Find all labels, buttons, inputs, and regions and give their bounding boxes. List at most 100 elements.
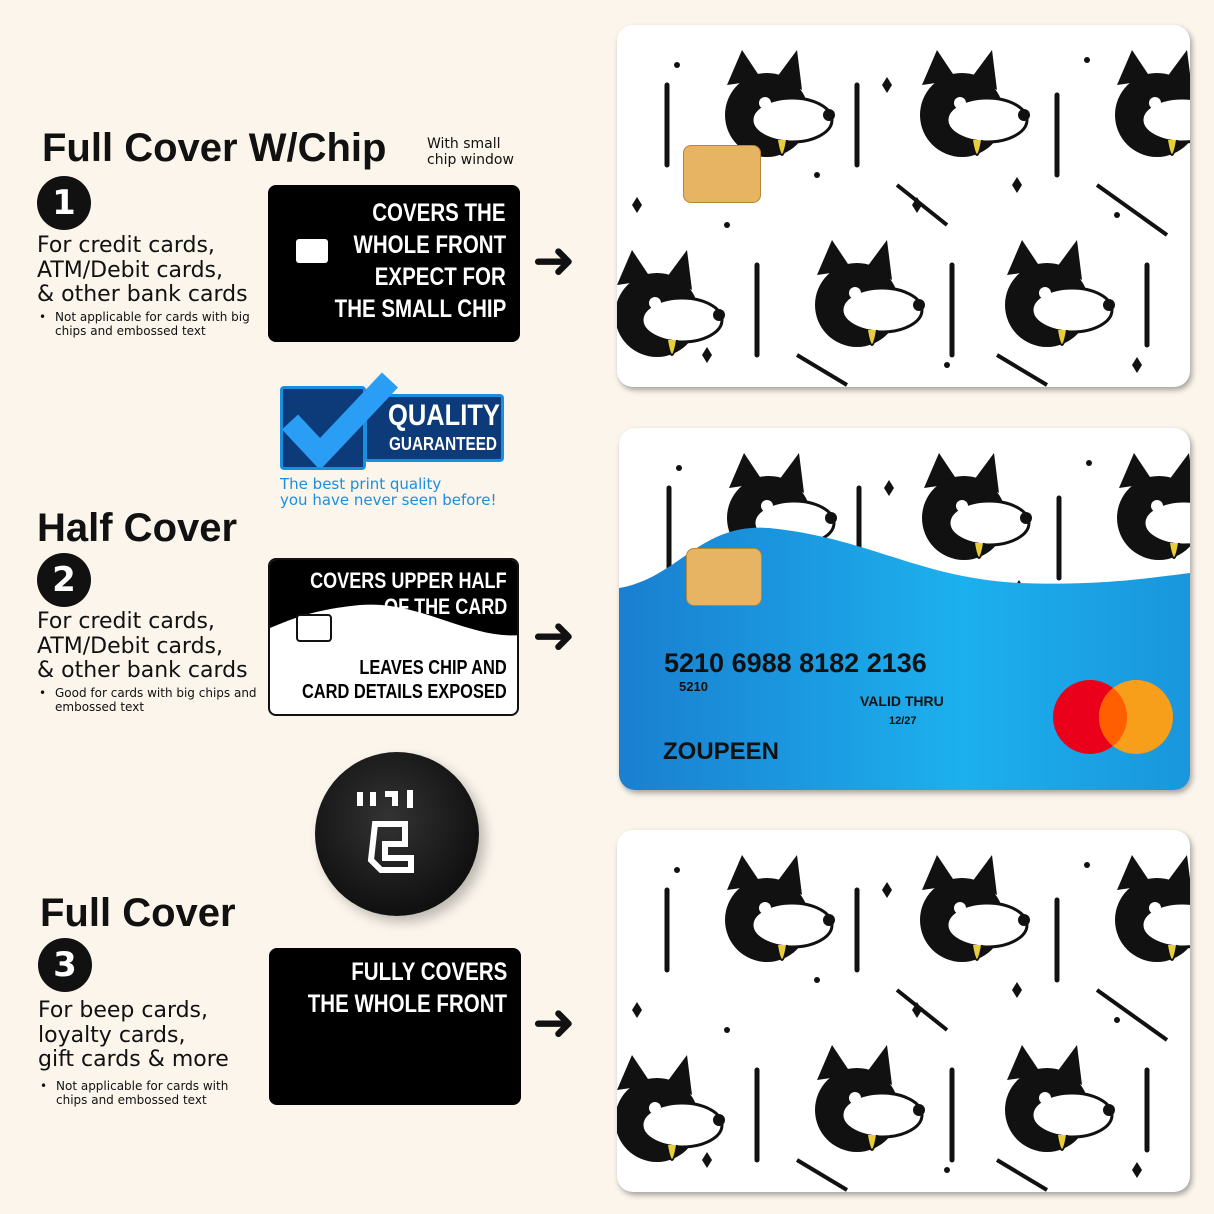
dot <box>1084 57 1090 63</box>
wolf-pattern <box>617 50 1190 387</box>
wolf-head-icon <box>1115 50 1190 157</box>
card-text-line: WHOLE FRONT <box>353 231 506 259</box>
dot <box>676 465 682 471</box>
fork-icon <box>795 1158 849 1192</box>
subtitle-line: With small <box>427 136 501 152</box>
card-text-line: CARD DETAILS EXPOSED <box>302 681 507 703</box>
dot <box>724 1027 730 1033</box>
section-note: Good for cards with big chips andembosse… <box>37 686 257 714</box>
badge-tagline: The best print quality you have never se… <box>280 476 497 508</box>
sparkle-icon <box>632 1002 642 1018</box>
subtitle-line: chip window <box>427 152 514 168</box>
sparkle-icon <box>1012 982 1022 998</box>
fork-icon <box>1095 988 1169 1042</box>
sparkle-icon <box>884 480 894 496</box>
fork-icon <box>895 183 949 227</box>
valid-thru-label: VALID THRU <box>860 693 944 709</box>
skin-preview-half-cover: 5210 6988 8182 2136 5210 VALID THRU 12/2… <box>619 428 1190 790</box>
description-line: loyalty cards, <box>38 1022 186 1048</box>
dot <box>1084 862 1090 868</box>
badge-line-2: GUARANTEED <box>389 434 497 454</box>
description-line: & other bank cards <box>37 282 248 307</box>
card-text-line: COVERS UPPER HALF <box>310 568 507 593</box>
dot <box>814 977 820 983</box>
wolf-head-icon <box>617 250 725 357</box>
section-description: For credit cards, ATM/Debit cards, & oth… <box>37 609 248 684</box>
card-small-number: 5210 <box>679 679 708 694</box>
fork-icon <box>795 353 849 387</box>
skin-preview-full-cover <box>617 830 1190 1192</box>
step-number-3: 3 <box>38 938 92 992</box>
card-number: 5210 6988 8182 2136 <box>664 648 927 678</box>
tagline-line: The best print quality <box>280 475 442 493</box>
half-cover-diagram: COVERS UPPER HALF OF THE CARD LEAVES CHI… <box>268 558 519 716</box>
card-text-line: THE SMALL CHIP <box>334 295 506 323</box>
chip-outline-icon <box>296 614 332 642</box>
arrow-right-icon: ➜ <box>532 231 576 291</box>
dot <box>944 1167 950 1173</box>
sparkle-icon <box>882 882 892 898</box>
section-description: For beep cards, loyalty cards, gift card… <box>38 998 229 1073</box>
sparkle-icon <box>1132 1162 1142 1178</box>
card-expiry: 12/27 <box>889 715 917 727</box>
mastercard-logo <box>1053 680 1173 754</box>
dot <box>674 62 680 68</box>
sparkle-icon <box>1132 357 1142 373</box>
chip-icon <box>683 145 761 203</box>
sparkle-icon <box>632 197 642 213</box>
wolf-head-icon <box>1005 240 1115 347</box>
sticker-logo <box>315 752 479 916</box>
dot <box>1114 212 1120 218</box>
arrow-right-icon: ➜ <box>532 606 576 666</box>
section-title-half-cover: Half Cover <box>37 506 238 550</box>
fork-icon <box>995 353 1049 387</box>
description-line: gift cards & more <box>38 1047 229 1072</box>
wolf-head-icon <box>920 50 1030 157</box>
sparkle-icon <box>1012 177 1022 193</box>
dot <box>814 172 820 178</box>
step-number-1: 1 <box>37 176 91 230</box>
sparkle-icon <box>702 1152 712 1168</box>
sparkle-icon <box>702 347 712 363</box>
arrow-right-icon: ➜ <box>532 993 576 1053</box>
card-text-line: FULLY COVERS <box>350 958 507 986</box>
description-line: For credit cards, <box>37 233 215 258</box>
dot <box>674 867 680 873</box>
badge-line-1: QUALITY <box>388 399 500 432</box>
dot <box>1086 460 1092 466</box>
dot <box>1114 1017 1120 1023</box>
section-title-full-cover: Full Cover <box>40 891 236 935</box>
wolf-head-icon <box>920 855 1030 962</box>
wolf-head-icon <box>725 50 835 157</box>
card-text-line: LEAVES CHIP AND <box>359 657 507 679</box>
section-subtitle: With small chip window <box>427 136 514 168</box>
card-text-line: COVERS THE <box>372 199 506 227</box>
fork-icon <box>995 1158 1049 1192</box>
dot <box>724 222 730 228</box>
wolf-head-icon <box>1115 855 1190 962</box>
description-line: ATM/Debit cards, <box>37 633 224 659</box>
card-holder-name: ZOUPEEN <box>663 738 780 765</box>
card-text-line: OF THE CARD <box>383 594 507 619</box>
chip-window-icon <box>296 239 328 263</box>
tagline-line: you have never seen before! <box>280 491 497 509</box>
section-title-full-cover-chip: Full Cover W/Chip <box>42 126 387 170</box>
description-line: & other bank cards <box>37 658 248 683</box>
quality-badge: QUALITY GUARANTEED <box>278 372 506 470</box>
wolf-head-icon <box>815 240 925 347</box>
logo-glyph <box>357 790 414 873</box>
sparkle-icon <box>882 77 892 93</box>
dot <box>944 362 950 368</box>
description-line: ATM/Debit cards, <box>37 257 224 283</box>
wolf-head-icon <box>922 453 1032 560</box>
step-number-2: 2 <box>37 553 91 607</box>
half-cover-shape <box>270 560 517 636</box>
full-cover-chip-diagram: COVERS THE WHOLE FRONT EXPECT FOR THE SM… <box>268 185 520 342</box>
section-description: For credit cards, ATM/Debit cards, & oth… <box>37 233 248 308</box>
description-line: For credit cards, <box>37 609 215 634</box>
checkmark-icon <box>281 372 398 467</box>
